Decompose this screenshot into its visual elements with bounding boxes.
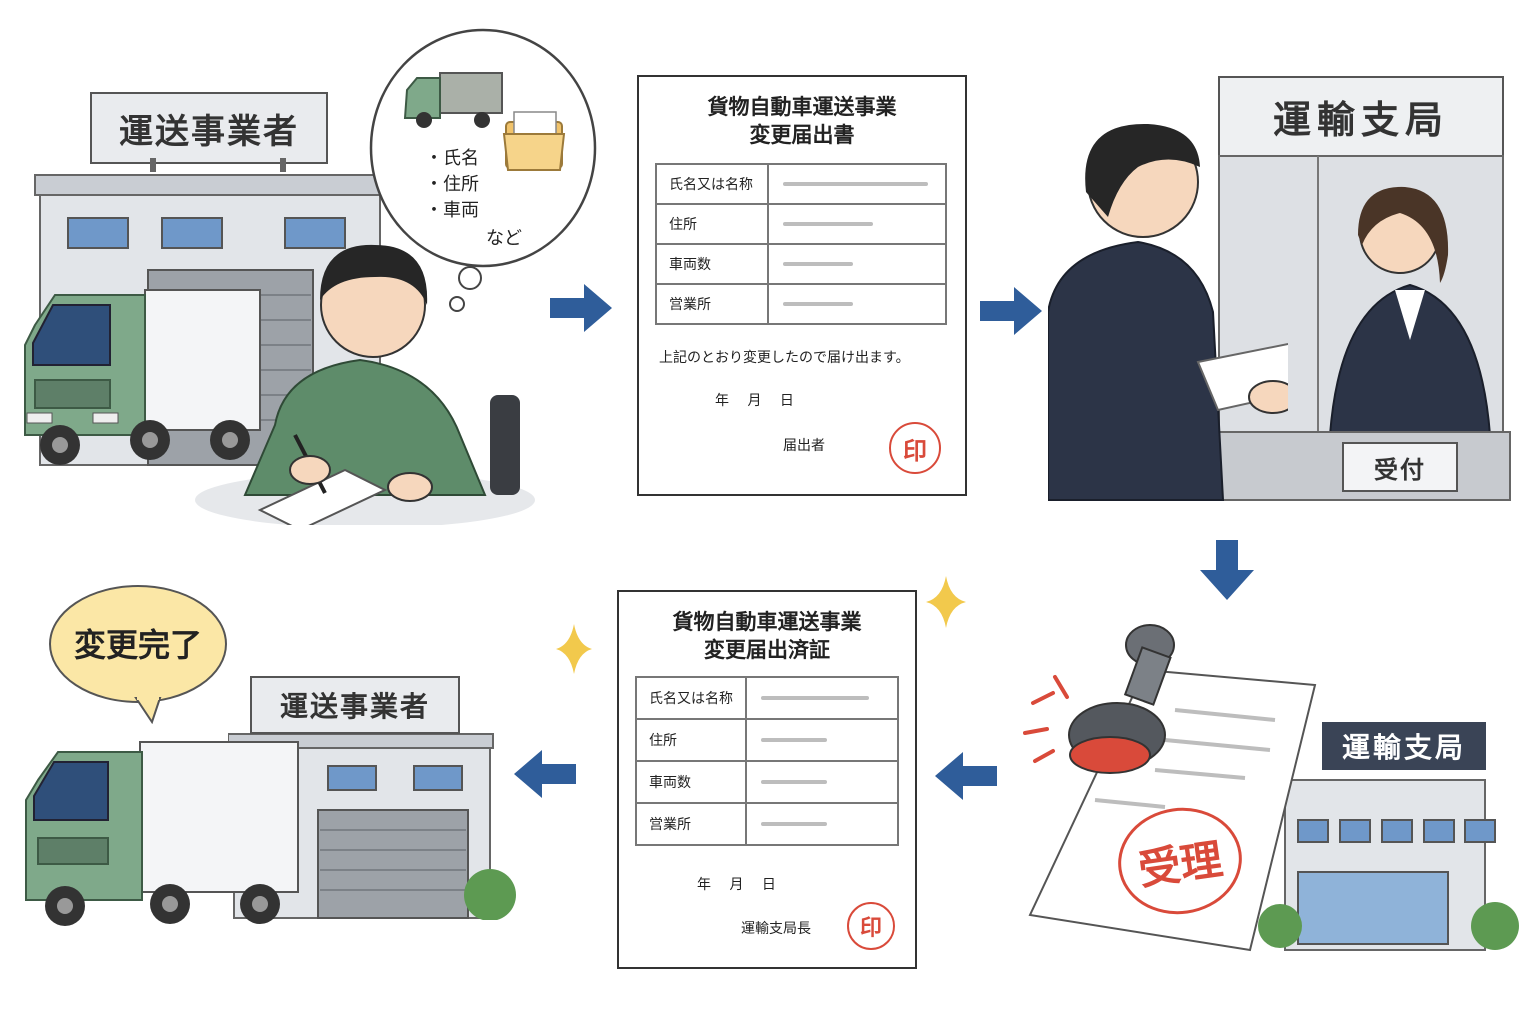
form-row-label: 氏名又は名称 (655, 163, 769, 205)
certificate-row-label: 氏名又は名称 (635, 676, 747, 720)
form-row-label: 住所 (655, 203, 769, 245)
table-row: 車両数 (655, 243, 947, 285)
form-declaration: 上記のとおり変更したので届け出ます。 (659, 350, 910, 366)
accepted-document (1028, 668, 1317, 952)
arrow-left-icon (935, 752, 997, 800)
blank-line (761, 738, 827, 742)
sparkle-icon (926, 576, 966, 628)
operator-sign: 運送事業者 (90, 92, 328, 164)
blank-line (783, 262, 853, 266)
bubble-suffix: など (486, 228, 522, 249)
table-row: 住所 (635, 718, 899, 762)
seal-stamp: 印 (889, 422, 941, 474)
blank-line (761, 696, 869, 700)
applicant-man (1048, 123, 1288, 501)
certificate-row-label: 営業所 (635, 802, 747, 846)
form-table: 氏名又は名称 住所 車両数 営業所 (655, 163, 947, 325)
blank-line (761, 780, 827, 784)
certificate-title-line1: 貨物自動車運送事業 (672, 610, 862, 634)
table-row: 営業所 (635, 802, 899, 846)
green-truck (24, 289, 261, 465)
rubber-stamp-icon (1023, 624, 1175, 774)
bureau-sign: 運輸支局 (1272, 97, 1449, 142)
form-filer: 届出者 (783, 438, 825, 454)
reception-sign: 受付 (1342, 442, 1458, 492)
certificate-row-label: 車両数 (635, 760, 747, 804)
notification-certificate: 貨物自動車運送事業 変更届出済証 氏名又は名称 住所 車両数 営業所 年 月 日… (617, 590, 917, 969)
certificate-row-label: 住所 (635, 718, 747, 762)
truck-icon (403, 72, 503, 128)
green-truck-small (25, 741, 299, 926)
arrow-left-icon (514, 750, 576, 798)
table-row: 車両数 (635, 760, 899, 804)
blank-line (761, 822, 827, 826)
form-date: 年 月 日 (715, 393, 794, 409)
seal-stamp: 印 (847, 902, 895, 950)
clerk-woman (1328, 186, 1492, 436)
bureau-building (1258, 779, 1519, 951)
worker-writing (195, 225, 535, 525)
change-notification-form: 貨物自動車運送事業 変更届出書 氏名又は名称 住所 車両数 営業所 上記のとおり… (637, 75, 967, 496)
bubble-item-address: ・住所 (425, 174, 479, 195)
table-row: 氏名又は名称 (635, 676, 899, 720)
blank-line (783, 302, 853, 306)
sign-posts (150, 158, 286, 172)
speech-bubble (49, 585, 227, 724)
certificate-issuer: 運輸支局長 (741, 921, 811, 937)
sparkle-icon (556, 624, 592, 674)
arrow-right-icon (550, 284, 612, 332)
blank-line (783, 182, 928, 186)
table-row: 氏名又は名称 (655, 163, 947, 205)
bubble-item-vehicle: ・車両 (425, 200, 479, 221)
completion-text: 変更完了 (73, 626, 202, 664)
certificate-date: 年 月 日 (697, 877, 776, 893)
bureau-building-sign: 運輸支局 (1322, 722, 1486, 770)
table-row: 営業所 (655, 283, 947, 325)
certificate-title-line2: 変更届出済証 (704, 638, 830, 662)
form-title-line2: 変更届出書 (749, 123, 855, 147)
table-row: 住所 (655, 203, 947, 245)
bubble-item-name: ・氏名 (425, 148, 479, 169)
form-title-line1: 貨物自動車運送事業 (707, 95, 897, 119)
arrow-right-icon (980, 287, 1042, 335)
form-row-label: 車両数 (655, 243, 769, 285)
certificate-table: 氏名又は名称 住所 車両数 営業所 (635, 676, 899, 846)
form-row-label: 営業所 (655, 283, 769, 325)
bubble-list: ・氏名 ・住所 ・車両 (425, 146, 479, 224)
arrow-down-icon (1200, 540, 1254, 600)
folder-icon (502, 111, 566, 171)
operator-sign-small: 運送事業者 (250, 676, 460, 734)
blank-line (783, 222, 873, 226)
